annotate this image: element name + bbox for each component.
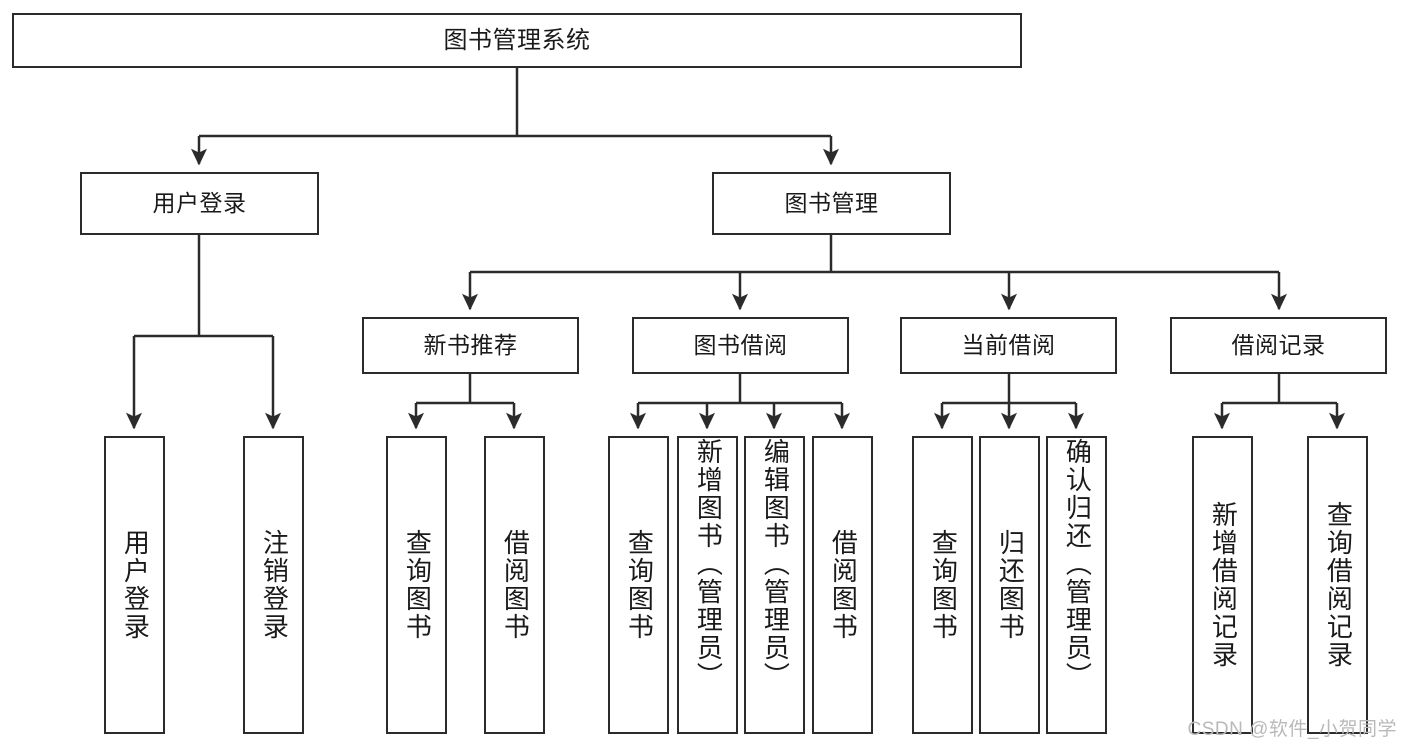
node-label: 查询借阅记录 xyxy=(1323,501,1354,669)
leaf-user-login[interactable]: 用户登录 xyxy=(104,436,165,734)
leaf-confirm-return-admin[interactable]: 确认归还（管理员） xyxy=(1046,436,1107,734)
leaf-query-book-current[interactable]: 查询图书 xyxy=(912,436,973,734)
node-book-borrow[interactable]: 图书借阅 xyxy=(632,317,849,374)
leaf-query-book-recommend[interactable]: 查询图书 xyxy=(386,436,447,734)
node-label: 借阅记录 xyxy=(1231,332,1326,359)
node-label: 用户登录 xyxy=(120,529,151,641)
node-label: 新书推荐 xyxy=(423,332,518,359)
leaf-return-book[interactable]: 归还图书 xyxy=(979,436,1040,734)
node-label: 图书借阅 xyxy=(693,332,788,359)
node-user-login[interactable]: 用户登录 xyxy=(80,172,319,235)
node-label: 新增借阅记录 xyxy=(1208,501,1239,669)
node-book-management[interactable]: 图书管理 xyxy=(712,172,951,235)
leaf-borrow-book[interactable]: 借阅图书 xyxy=(812,436,873,734)
node-label: 图书管理系统 xyxy=(443,26,591,54)
node-root-system[interactable]: 图书管理系统 xyxy=(12,13,1022,68)
node-label: 注销登录 xyxy=(259,529,290,641)
leaf-query-book-borrow[interactable]: 查询图书 xyxy=(608,436,669,734)
node-label: 当前借阅 xyxy=(961,332,1056,359)
node-new-book-recommend[interactable]: 新书推荐 xyxy=(362,317,579,374)
leaf-add-book-admin[interactable]: 新增图书（管理员） xyxy=(677,436,738,734)
node-label: 查询图书 xyxy=(928,529,959,641)
leaf-edit-book-admin[interactable]: 编辑图书（管理员） xyxy=(744,436,805,734)
leaf-add-borrow-record[interactable]: 新增借阅记录 xyxy=(1192,436,1253,734)
node-label: 查询图书 xyxy=(624,529,655,641)
node-label: 确认归还（管理员） xyxy=(1062,438,1093,690)
node-label: 查询图书 xyxy=(402,529,433,641)
node-label: 图书管理 xyxy=(784,190,879,217)
node-label: 编辑图书（管理员） xyxy=(760,438,791,690)
leaf-query-borrow-record[interactable]: 查询借阅记录 xyxy=(1307,436,1368,734)
node-current-borrow[interactable]: 当前借阅 xyxy=(900,317,1117,374)
node-label: 用户登录 xyxy=(152,190,247,217)
leaf-logout[interactable]: 注销登录 xyxy=(243,436,304,734)
leaf-borrow-book-recommend[interactable]: 借阅图书 xyxy=(484,436,545,734)
node-label: 新增图书（管理员） xyxy=(693,438,724,690)
node-label: 借阅图书 xyxy=(828,529,859,641)
node-label: 借阅图书 xyxy=(500,529,531,641)
node-borrow-record[interactable]: 借阅记录 xyxy=(1170,317,1387,374)
node-label: 归还图书 xyxy=(995,529,1026,641)
